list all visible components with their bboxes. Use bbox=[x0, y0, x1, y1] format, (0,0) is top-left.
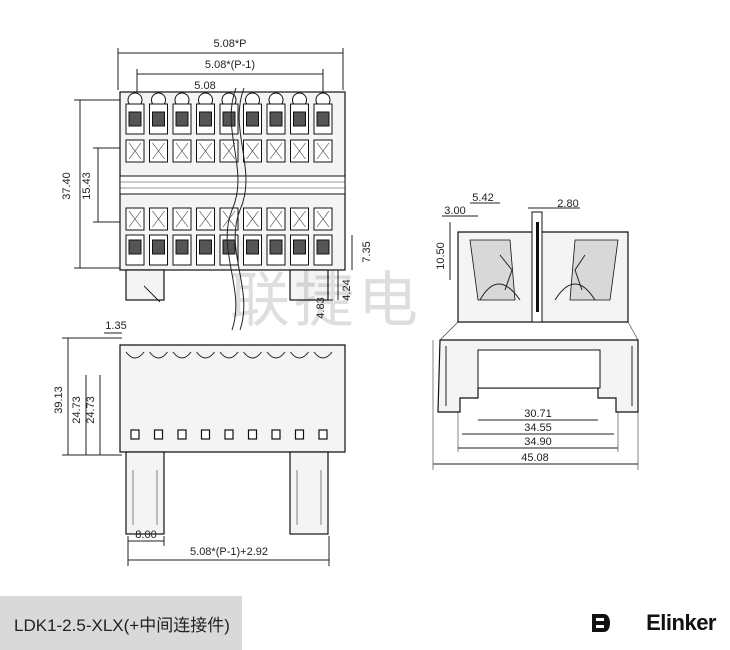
dim-top-span: 5.08*(P-1) bbox=[205, 59, 255, 71]
screw-cross bbox=[199, 142, 212, 160]
dim-side-e: 30.71 bbox=[524, 408, 552, 420]
side-view: 5.42 2.80 3.00 10.50 30.71 34.55 34.90 4… bbox=[432, 192, 639, 470]
screw-cross bbox=[293, 210, 306, 228]
screw-cross bbox=[128, 210, 142, 228]
screw-cross bbox=[152, 142, 165, 160]
screw-cross bbox=[246, 210, 259, 228]
dim-top-mid: 15.43 bbox=[81, 172, 93, 200]
dim-side-c: 3.00 bbox=[444, 205, 465, 217]
terminal-clamp bbox=[269, 111, 283, 127]
front-square bbox=[153, 429, 164, 440]
screw-cross bbox=[128, 142, 142, 160]
screw-cross bbox=[175, 142, 189, 160]
front-tooth bbox=[196, 351, 215, 359]
terminal-clamp bbox=[199, 239, 212, 255]
screw-cross bbox=[246, 142, 259, 160]
terminal-clamp bbox=[175, 111, 189, 127]
front-tooth bbox=[290, 351, 309, 359]
screw-cross bbox=[222, 142, 236, 160]
front-tooth bbox=[313, 351, 333, 359]
front-tooth bbox=[219, 351, 239, 359]
screw-cross bbox=[293, 142, 306, 160]
front-view: 1.35 39.13 24.73 24.73 8.00 5.08*(P-1)+2… bbox=[53, 320, 346, 566]
part-label: LDK1-2.5-XLX(+中间连接件) bbox=[14, 616, 230, 635]
dim-front-bottom: 5.08*(P-1)+2.92 bbox=[190, 546, 268, 558]
dim-top-side-c: 4.83 bbox=[315, 297, 327, 318]
dim-top-height: 37.40 bbox=[61, 172, 73, 200]
dim-front-b: 24.73 bbox=[85, 396, 97, 424]
front-square bbox=[224, 429, 234, 440]
front-tooth bbox=[172, 351, 192, 359]
terminal-clamp bbox=[175, 239, 189, 255]
watermark: 联捷电 bbox=[230, 266, 422, 336]
elinker-logo-icon bbox=[592, 614, 610, 632]
screw-cross bbox=[175, 210, 189, 228]
front-square bbox=[247, 429, 258, 440]
screw-cross bbox=[199, 210, 212, 228]
top-view: 5.08*P 5.08*(P-1) 5.08 37.40 15.43 bbox=[61, 38, 373, 331]
screw-cross bbox=[152, 210, 165, 228]
terminal-clamp bbox=[316, 239, 330, 255]
dim-front-a: 24.73 bbox=[71, 396, 83, 424]
front-square bbox=[271, 429, 281, 440]
front-tooth bbox=[125, 351, 145, 359]
terminal-clamp bbox=[152, 111, 165, 127]
dim-front-top: 1.35 bbox=[105, 320, 126, 332]
front-tooth bbox=[243, 351, 262, 359]
dim-top-pitch: 5.08 bbox=[194, 80, 215, 92]
dim-side-h: 45.08 bbox=[521, 452, 549, 464]
dim-side-d: 10.50 bbox=[435, 242, 447, 270]
front-square bbox=[318, 429, 328, 440]
terminal-clamp bbox=[222, 111, 236, 127]
terminal-clamp bbox=[128, 111, 142, 127]
front-tooth bbox=[266, 351, 286, 359]
screw-cross bbox=[316, 142, 330, 160]
terminal-clamp bbox=[199, 111, 212, 127]
dim-side-a: 5.42 bbox=[472, 192, 493, 204]
footer-label-strip bbox=[0, 596, 242, 650]
terminal-clamp bbox=[246, 239, 259, 255]
front-tooth bbox=[149, 351, 168, 359]
footer: LDK1-2.5-XLX(+中间连接件) Elinker bbox=[0, 596, 730, 650]
dim-side-f: 34.55 bbox=[524, 422, 552, 434]
terminal-clamp bbox=[293, 111, 306, 127]
front-square bbox=[200, 429, 211, 440]
terminal-clamp bbox=[316, 111, 330, 127]
front-square bbox=[177, 429, 187, 440]
terminal-clamp bbox=[246, 111, 259, 127]
screw-cross bbox=[269, 142, 283, 160]
terminal-clamp bbox=[128, 239, 142, 255]
screw-cross bbox=[316, 210, 330, 228]
terminal-clamp bbox=[269, 239, 283, 255]
dim-top-side-b: 4.24 bbox=[341, 279, 353, 300]
terminal-clamp bbox=[293, 239, 306, 255]
dim-top-total: 5.08*P bbox=[213, 38, 246, 50]
dim-side-g: 34.90 bbox=[524, 436, 552, 448]
dim-front-foot: 8.00 bbox=[135, 529, 156, 541]
front-square bbox=[130, 429, 140, 440]
screw-cross bbox=[269, 210, 283, 228]
dim-front-height: 39.13 bbox=[53, 386, 65, 414]
front-square bbox=[294, 429, 305, 440]
dim-side-b: 2.80 bbox=[557, 198, 578, 210]
dim-top-side-a: 7.35 bbox=[361, 241, 373, 262]
brand-name: Elinker bbox=[646, 610, 716, 635]
terminal-clamp bbox=[152, 239, 165, 255]
